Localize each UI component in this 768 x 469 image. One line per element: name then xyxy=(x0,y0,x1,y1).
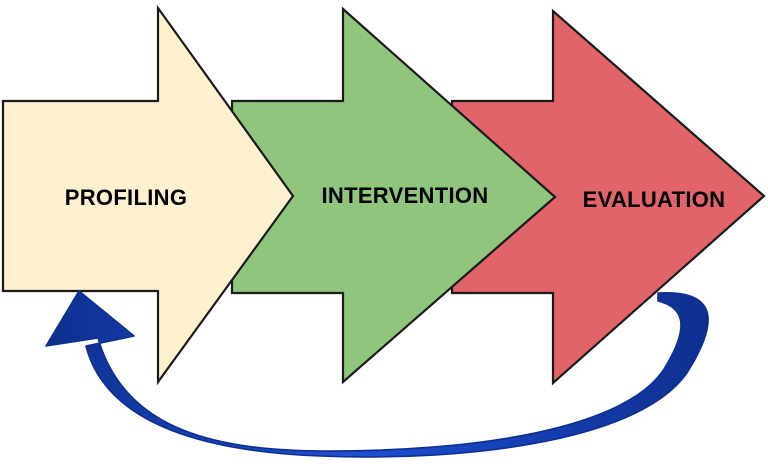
evaluation-label: EVALUATION xyxy=(583,187,726,212)
profiling-label: PROFILING xyxy=(65,185,187,210)
intervention-arrow xyxy=(230,6,557,385)
profiling-arrow xyxy=(1,4,295,386)
feedback-loop-arrow xyxy=(45,290,709,458)
intervention-label: INTERVENTION xyxy=(322,183,489,208)
evaluation-arrow xyxy=(450,8,766,386)
